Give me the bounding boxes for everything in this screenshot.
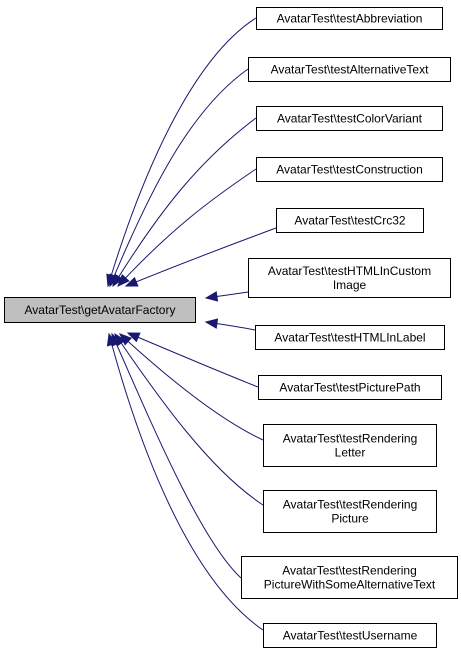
caller-node-box xyxy=(263,490,437,533)
caller-node-label: AvatarTest\testHTMLInCustom xyxy=(268,264,431,278)
root-node[interactable]: AvatarTest\getAvatarFactory xyxy=(4,297,196,323)
caller-node[interactable]: AvatarTest\testAlternativeText xyxy=(248,57,451,82)
caller-node-label: AvatarTest\testRendering xyxy=(283,498,418,512)
call-edge xyxy=(117,168,257,287)
caller-node-label: AvatarTest\testAbbreviation xyxy=(277,12,423,26)
caller-node-label: PictureWithSomeAlternativeText xyxy=(264,578,436,592)
caller-node-label: AvatarTest\testAlternativeText xyxy=(271,63,430,77)
caller-node-box xyxy=(263,623,437,648)
caller-node-label: Letter xyxy=(335,446,366,460)
call-edge xyxy=(109,68,249,287)
caller-node-box xyxy=(263,424,437,467)
caller-node[interactable]: AvatarTest\testHTMLInLabel xyxy=(255,325,445,350)
caller-node-box xyxy=(248,57,451,82)
caller-node[interactable]: AvatarTest\testCrc32 xyxy=(276,208,424,233)
root-node-label: AvatarTest\getAvatarFactory xyxy=(25,303,176,317)
caller-node[interactable]: AvatarTest\testUsername xyxy=(263,623,437,648)
call-edge xyxy=(114,333,264,506)
caller-node-box xyxy=(276,208,424,233)
arrowhead xyxy=(106,332,118,347)
caller-node-box xyxy=(256,157,443,182)
caller-node-box xyxy=(256,7,443,30)
caller-node[interactable]: AvatarTest\testConstruction xyxy=(256,157,443,182)
caller-node-label: Image xyxy=(333,278,367,292)
caller-node-box xyxy=(248,258,451,298)
call-edge xyxy=(127,332,259,388)
arrowhead xyxy=(124,276,139,287)
caller-node-box xyxy=(256,106,443,131)
caller-node-box xyxy=(258,375,442,400)
caller-node-label: AvatarTest\testRendering xyxy=(282,564,417,578)
arrowhead xyxy=(204,291,219,302)
arrowhead xyxy=(204,318,219,329)
caller-node[interactable]: AvatarTest\testAbbreviation xyxy=(256,7,443,30)
call-edge xyxy=(107,17,257,287)
caller-node-label: AvatarTest\testRendering xyxy=(283,432,418,446)
caller-node-box xyxy=(241,556,458,599)
call-edge xyxy=(108,333,264,631)
caller-node[interactable]: AvatarTest\testRenderingPictureWithSomeA… xyxy=(241,556,458,599)
call-edge xyxy=(112,117,257,287)
arrowhead xyxy=(126,332,141,343)
caller-node-label: Picture xyxy=(331,512,369,526)
arrowhead xyxy=(117,274,130,287)
caller-node-box xyxy=(255,325,445,350)
call-edge xyxy=(119,333,264,441)
root-node-box xyxy=(4,297,196,323)
call-edge xyxy=(125,227,277,287)
arrowhead xyxy=(112,273,124,288)
caller-node-label: AvatarTest\testUsername xyxy=(283,629,418,643)
caller-node-label: AvatarTest\testConstruction xyxy=(276,163,423,177)
caller-node[interactable]: AvatarTest\testPicturePath xyxy=(258,375,442,400)
caller-node-label: AvatarTest\testCrc32 xyxy=(294,214,405,228)
caller-node[interactable]: AvatarTest\testColorVariant xyxy=(256,106,443,131)
call-edge xyxy=(111,333,242,579)
caller-node-label: AvatarTest\testColorVariant xyxy=(277,112,423,126)
caller-node-label: AvatarTest\testHTMLInLabel xyxy=(274,331,425,345)
caller-node-label: AvatarTest\testPicturePath xyxy=(279,381,420,395)
